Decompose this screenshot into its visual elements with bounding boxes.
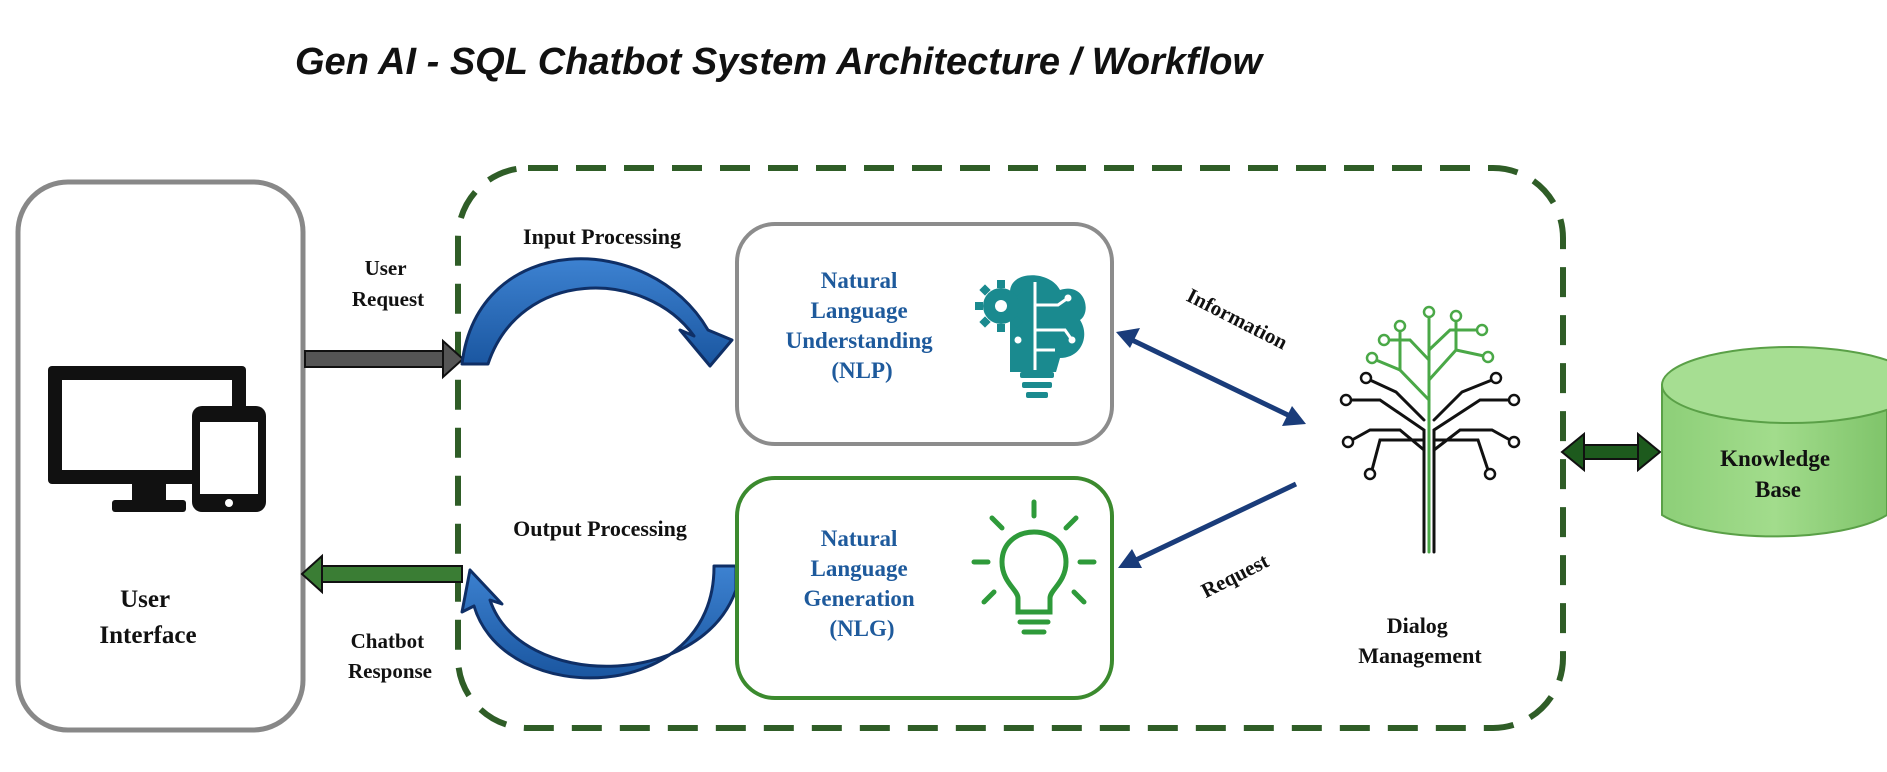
information-arrow	[1116, 328, 1306, 426]
chatbot-system-container	[455, 165, 1566, 731]
dialog-knowledge-arrow	[1560, 431, 1662, 473]
user-request-arrow	[304, 338, 465, 380]
diagram-title: Gen AI - SQL Chatbot System Architecture…	[295, 41, 1264, 83]
output-processing-arrow	[460, 564, 738, 680]
knowledge-base-label: Knowledge Base	[1720, 446, 1836, 502]
database-icon	[1661, 346, 1887, 538]
lightbulb-icon	[971, 499, 1097, 635]
brain-gear-icon	[975, 275, 1086, 398]
request-arrow	[1118, 481, 1298, 568]
chatbot-response-label: Chatbot Response	[348, 629, 432, 683]
output-processing-label: Output Processing	[513, 516, 687, 541]
chatbot-response-arrow	[300, 553, 463, 595]
information-label: Information	[1183, 283, 1292, 354]
input-processing-label: Input Processing	[523, 224, 681, 249]
nlg-label: Natural Language Generation (NLG)	[804, 526, 921, 641]
circuit-tree-icon	[1339, 305, 1521, 554]
input-processing-arrow	[460, 257, 734, 368]
nlu-label: Natural Language Understanding (NLP)	[786, 268, 939, 383]
user-interface-label: User Interface	[99, 586, 196, 649]
dialog-management-label: Dialog Management	[1358, 613, 1482, 668]
devices-icon	[48, 366, 266, 512]
request-label: Request	[1197, 549, 1272, 603]
user-request-label: User Request	[352, 256, 424, 311]
